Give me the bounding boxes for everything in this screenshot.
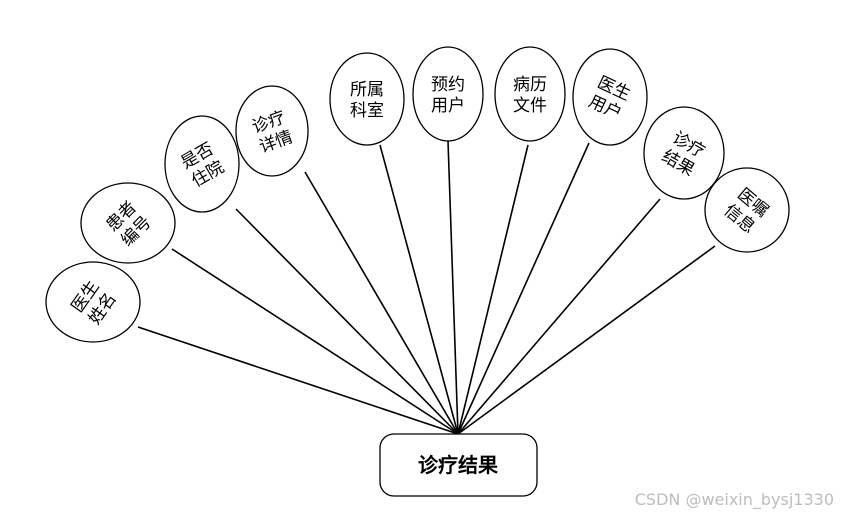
attribute-ellipse xyxy=(329,52,405,146)
attribute-label: 预约用户 xyxy=(431,75,465,116)
connector-line xyxy=(235,208,459,435)
attribute-node: 诊疗详情 xyxy=(235,85,309,177)
attribute-ellipse xyxy=(80,182,176,264)
attribute-ellipse xyxy=(164,115,240,213)
connector-line xyxy=(137,326,459,435)
attribute-ellipse xyxy=(643,106,725,200)
attribute-label: 所属科室 xyxy=(350,80,384,121)
attribute-node: 诊疗结果 xyxy=(643,106,725,200)
connector-line xyxy=(457,144,529,435)
attribute-ellipse xyxy=(235,85,309,177)
attribute-ellipse xyxy=(572,48,648,146)
attribute-node: 所属科室 xyxy=(329,52,405,146)
attribute-ellipse xyxy=(704,167,790,253)
connector-lines xyxy=(137,140,716,435)
attribute-ellipse xyxy=(412,46,484,142)
attribute-label: 病历文件 xyxy=(513,75,547,116)
attribute-label-line2: 用户 xyxy=(431,96,465,116)
entity-node: 诊疗结果 xyxy=(379,433,538,497)
attribute-label-line1: 病历 xyxy=(513,75,547,95)
attribute-label-line2: 科室 xyxy=(350,101,384,121)
entity-box xyxy=(379,433,538,497)
attribute-node: 医生姓名 xyxy=(45,261,141,343)
watermark: CSDN @weixin_bysj1330 xyxy=(634,490,834,509)
attribute-node: 预约用户 xyxy=(412,46,484,142)
attribute-label-line2: 文件 xyxy=(513,96,547,116)
attribute-ellipse xyxy=(494,46,566,142)
connector-line xyxy=(457,245,716,435)
connector-line xyxy=(171,248,459,435)
connector-line xyxy=(304,171,459,435)
connector-line xyxy=(447,140,459,435)
attribute-node: 是否住院 xyxy=(164,115,240,213)
connector-line xyxy=(457,198,661,435)
attribute-node: 病历文件 xyxy=(494,46,566,142)
attribute-node: 患者编号 xyxy=(80,182,176,264)
connector-line xyxy=(379,144,459,435)
attribute-ellipse xyxy=(45,261,141,343)
connector-line xyxy=(457,142,590,435)
attribute-node: 医生用户 xyxy=(572,48,648,146)
entity-label: 诊疗结果 xyxy=(418,453,498,477)
attribute-label-line1: 预约 xyxy=(431,75,465,95)
attribute-label-line1: 所属 xyxy=(350,80,384,100)
attribute-node: 医嘱信息 xyxy=(704,167,790,253)
